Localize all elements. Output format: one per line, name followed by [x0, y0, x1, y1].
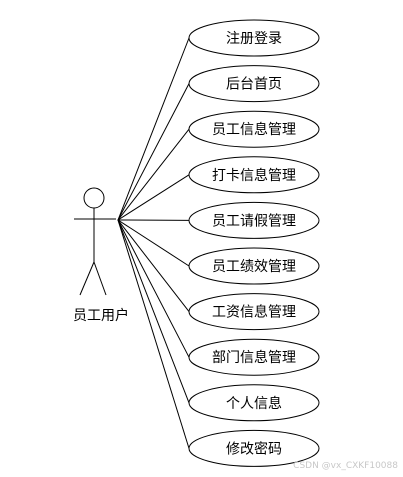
actor-label: 员工用户: [73, 307, 129, 324]
use-case-ellipse: [188, 156, 320, 194]
use-case-ellipse: [188, 201, 320, 239]
use-case-ellipse: [188, 293, 320, 331]
association-line: [117, 219, 190, 449]
use-case-list: 注册登录后台首页员工信息管理打卡信息管理员工请假管理员工绩效管理工资信息管理部门…: [188, 19, 320, 467]
use-case-ellipse: [188, 110, 320, 148]
association-line: [117, 128, 190, 221]
use-case-label: 后台首页: [226, 77, 282, 93]
actor-right-leg: [93, 261, 107, 296]
association-line: [117, 83, 190, 221]
use-case-ellipse: [188, 19, 320, 57]
actor-left-leg: [79, 261, 95, 296]
use-case: 打卡信息管理: [188, 156, 320, 194]
association-line: [117, 174, 190, 221]
use-case: 个人信息: [188, 384, 320, 422]
use-case-ellipse: [188, 384, 320, 422]
use-case-label: 修改密码: [226, 440, 282, 457]
use-case-label: 个人信息: [226, 395, 282, 412]
use-case: 修改密码: [188, 429, 320, 467]
use-case-ellipse: [188, 338, 320, 376]
use-case-ellipse: [188, 247, 320, 285]
use-case-ellipse: [188, 65, 320, 103]
association-line: [117, 219, 190, 358]
actor-employee-user: 员工用户: [73, 187, 129, 324]
use-case: 注册登录: [188, 19, 320, 57]
use-case: 工资信息管理: [188, 293, 320, 331]
use-case: 员工绩效管理: [188, 247, 320, 285]
use-case-label: 打卡信息管理: [212, 167, 296, 184]
use-case: 后台首页: [188, 65, 320, 103]
use-case-label: 注册登录: [226, 31, 282, 47]
association-line: [117, 37, 190, 221]
association-line: [117, 219, 190, 267]
use-case: 部门信息管理: [188, 338, 320, 376]
association-line: [117, 219, 190, 312]
use-case: 员工信息管理: [188, 110, 320, 148]
actor-head: [83, 187, 105, 209]
use-case-label: 员工绩效管理: [212, 259, 296, 275]
use-case-label: 工资信息管理: [212, 304, 296, 321]
use-case-label: 部门信息管理: [212, 349, 296, 366]
association-lines: [117, 37, 190, 449]
association-line: [117, 219, 190, 403]
use-case-label: 员工请假管理: [212, 213, 296, 229]
use-case-label: 员工信息管理: [212, 121, 296, 138]
use-case: 员工请假管理: [188, 201, 320, 239]
use-case-ellipse: [188, 429, 320, 467]
watermark: CSDN @vx_CXKF10088: [293, 461, 398, 471]
